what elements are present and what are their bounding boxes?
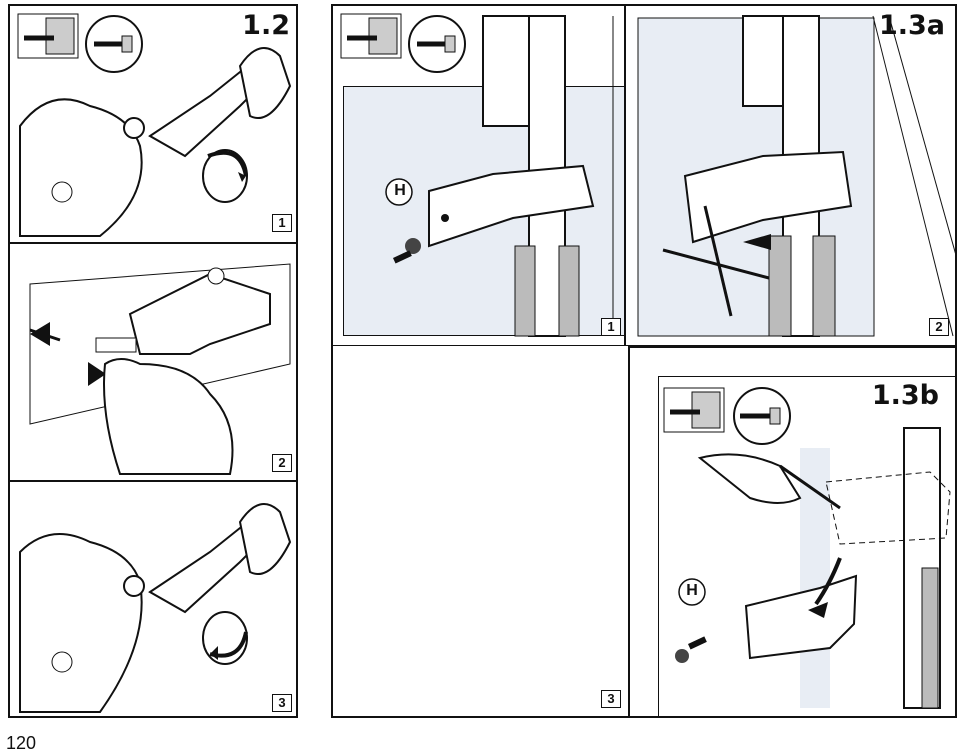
inset-frame: [658, 376, 955, 716]
panel-title: 1.3b: [871, 380, 939, 411]
screw-label: H: [686, 582, 698, 599]
panel-1-2: 1.2 1 2: [8, 4, 298, 718]
bracket-release-illustration: [29, 263, 291, 475]
page-number: 120: [6, 733, 37, 753]
step-badge: 2: [929, 318, 949, 336]
step-badge: 1: [601, 318, 621, 336]
panel-title: 1.3a: [878, 10, 945, 41]
wrench-loosening-illustration: [19, 503, 292, 713]
bracket-removal-illustration: [333, 6, 955, 346]
panel-1-3b: 1.3b H: [628, 346, 957, 718]
wrench-tightening-illustration: [17, 13, 292, 237]
bracket-installation-illustration: [663, 387, 951, 709]
step-badge: 2: [272, 454, 292, 472]
step-badge: 3: [601, 690, 621, 708]
panel-title: 1.2: [242, 10, 290, 41]
step-divider: [10, 242, 296, 244]
screw-label: H: [394, 182, 406, 199]
step-badge: 3: [272, 694, 292, 712]
step-divider: [10, 480, 296, 482]
step-badge: 1: [272, 214, 292, 232]
